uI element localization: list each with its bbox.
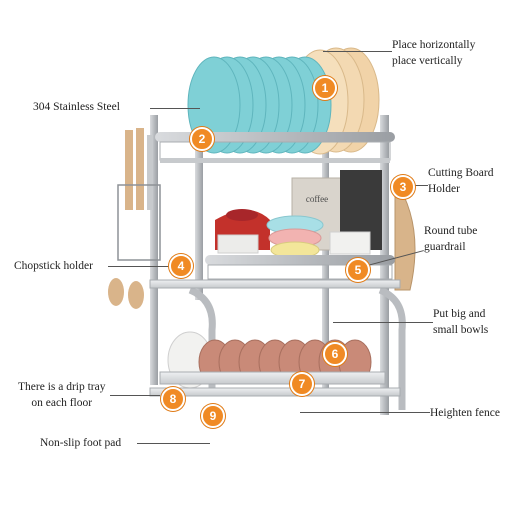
callout-leader-line: [323, 51, 392, 52]
callout-label-line: Put big and: [433, 308, 486, 320]
callout-label-line: Non-slip foot pad: [40, 437, 122, 449]
callout-leader-line: [137, 443, 210, 444]
callout-label-line: There is a drip tray: [18, 381, 106, 393]
canister-label: coffee: [306, 194, 328, 204]
callout-label-line: Place horizontally: [392, 39, 476, 51]
callout-leader-line: [108, 266, 170, 267]
callout-label-line: 304 Stainless Steel: [33, 101, 120, 113]
callout-label: 304 Stainless Steel: [33, 100, 120, 116]
callout-label: Round tube guardrail: [424, 224, 477, 255]
callout-label: Put big and small bowls: [433, 307, 488, 338]
callout-label-line: Heighten fence: [430, 407, 500, 419]
bottom-drip-tray: [149, 371, 401, 397]
callout-number-badge: 2: [190, 127, 214, 151]
callout-number-badge: 3: [391, 175, 415, 199]
callout-label-line: small bowls: [433, 323, 489, 336]
callout-number-badge: 7: [290, 372, 314, 396]
callout-label-line: Holder: [428, 182, 460, 195]
callout-number-badge: 4: [169, 254, 193, 278]
callout-number-badge: 6: [323, 342, 347, 366]
callout-label: There is a drip tray on each floor: [18, 380, 106, 411]
callout-number-badge: 9: [201, 404, 225, 428]
callout-leader-line: [402, 185, 428, 186]
callout-label-line: Round tube: [424, 225, 478, 237]
callout-leader-line: [333, 322, 433, 323]
callout-leader-line: [300, 412, 430, 413]
callout-label: Chopstick holder: [14, 259, 93, 275]
callout-number-badge: 5: [346, 258, 370, 282]
chopstick-holder: [108, 128, 161, 309]
callout-label: Place horizontally place vertically: [392, 38, 475, 69]
callout-number-badge: 8: [161, 387, 185, 411]
callout-label-line: on each floor: [31, 396, 93, 409]
callout-label: Non-slip foot pad: [40, 436, 121, 452]
callout-leader-line: [110, 395, 160, 396]
callout-leader-line: [150, 108, 200, 109]
callout-label-line: Cutting Board: [428, 167, 494, 179]
callout-label: Heighten fence: [430, 406, 500, 422]
callout-label-line: guardrail: [424, 240, 466, 253]
top-tier-basket: [155, 132, 395, 163]
callout-number-badge: 1: [313, 76, 337, 100]
top-tier-plates: [187, 47, 380, 155]
callout-label-line: place vertically: [392, 54, 463, 67]
callout-label-line: Chopstick holder: [14, 260, 93, 272]
middle-tier-items: [215, 170, 416, 291]
